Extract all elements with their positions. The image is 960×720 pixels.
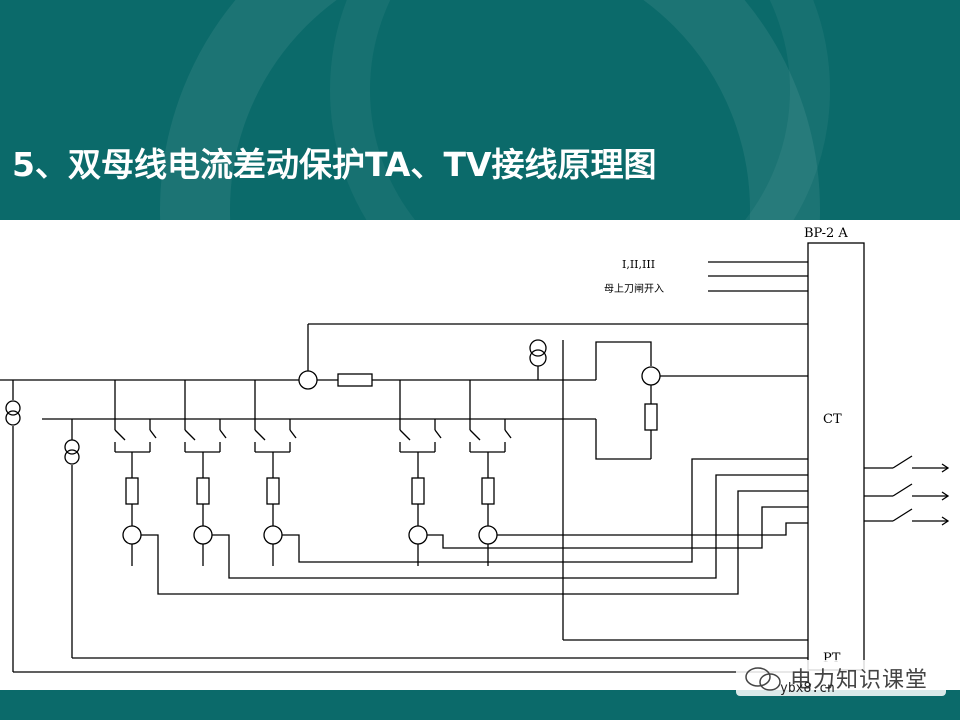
- bp2a-device-box: [807, 242, 865, 671]
- header-decoration-2: [330, 0, 830, 220]
- trip-outputs: [864, 455, 950, 526]
- ct-label: CT: [823, 412, 842, 427]
- feeder-2: [184, 380, 808, 579]
- feeder-1: [114, 380, 808, 595]
- feeder-5: [469, 380, 808, 566]
- wechat-icon: [745, 667, 781, 691]
- wiring-diagram: BP-2 A CT PT I,II,III 母上刀闸开入: [0, 226, 950, 673]
- feeder-4: [399, 380, 808, 566]
- slide-title: 5、双母线电流差动保护TA、TV接线原理图: [12, 145, 657, 184]
- input-label-buses: I,II,III: [622, 258, 655, 271]
- watermark-brand: 电力知识课堂: [790, 668, 929, 693]
- input-label-disconnector: 母上刀闸开入: [604, 282, 664, 295]
- bus2-pt: [64, 419, 80, 658]
- feeder-3: [254, 380, 808, 566]
- bus1-pt: [5, 380, 21, 672]
- slide-header: [0, 0, 960, 220]
- bus-coupler: [298, 323, 808, 641]
- device-label: BP-2 A: [804, 226, 848, 241]
- watermark-url: ybx8.cn: [780, 681, 835, 696]
